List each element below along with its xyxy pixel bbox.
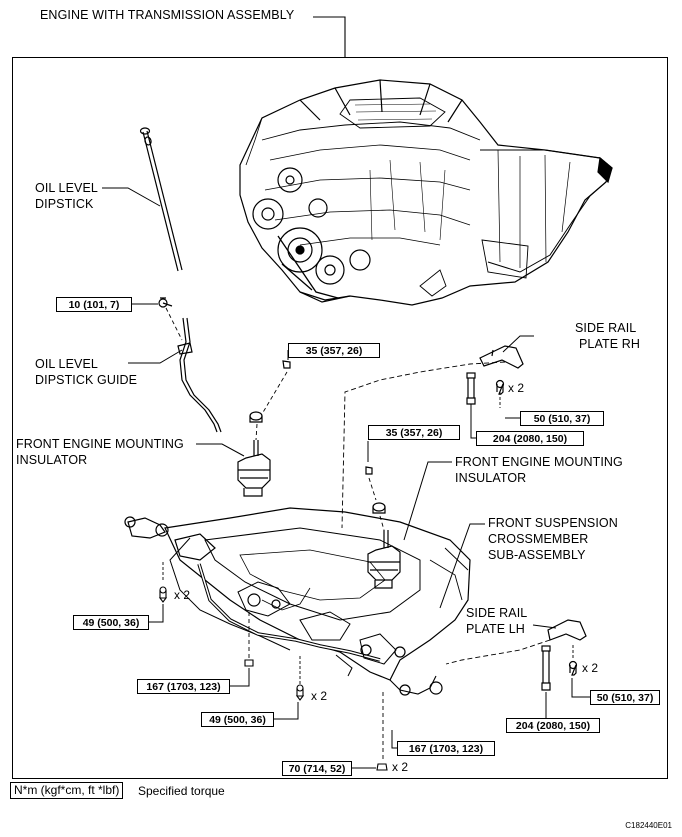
left-bolt-49b-leader [273, 702, 299, 720]
left-mount-label-leader [196, 443, 245, 457]
left-bolt-167-leader [230, 668, 250, 687]
crossmember-label-line1: FRONT SUSPENSION [488, 516, 618, 530]
oil-dipstick [139, 127, 183, 272]
multiplier-left-49a: x 2 [174, 588, 191, 602]
side-rail-lh-label-line1: SIDE RAIL [466, 606, 528, 620]
torque-lh-plate-big-bolt: 204 (2080, 150) [506, 718, 600, 733]
rh-plate-leader [502, 335, 534, 353]
crossmember-drawing [124, 507, 471, 696]
left-mount-insulator [237, 360, 291, 497]
crossmember-label-line3: SUB-ASSEMBLY [488, 548, 586, 562]
torque-right-mount-nut: 35 (357, 26) [368, 425, 460, 440]
torque-rh-plate-bolt: 50 (510, 37) [520, 411, 604, 426]
side-rail-plate-lh [541, 619, 587, 691]
guide-label-leader [128, 349, 183, 364]
torque-left-bolt-49b: 49 (500, 36) [201, 712, 274, 727]
torque-left-bolt-49a: 49 (500, 36) [73, 615, 149, 630]
dipstick-guide-label-line1: OIL LEVEL [35, 357, 98, 371]
left-bolt-49a-leader [148, 604, 164, 623]
side-rail-lh-label-line2: PLATE LH [466, 622, 525, 636]
torque-dipstick-guide-bolt: 10 (101, 7) [56, 297, 132, 312]
right-mount-label-line1: FRONT ENGINE MOUNTING [455, 455, 623, 469]
engine-transmission-drawing [239, 79, 613, 306]
left-mount-label-line1: FRONT ENGINE MOUNTING [16, 437, 184, 451]
left-mount-label-line2: INSULATOR [16, 453, 88, 467]
oil-dipstick-label-line2: DIPSTICK [35, 197, 94, 211]
legend-unit-box: N*m (kgf*cm, ft *lbf) [10, 782, 124, 799]
guide-dash-line [165, 307, 183, 341]
right-mount-label-line2: INSULATOR [455, 471, 527, 485]
torque-left-bolt-167: 167 (1703, 123) [137, 679, 230, 694]
multiplier-bottom-70: x 2 [392, 760, 409, 774]
left-bolt-49a [158, 586, 168, 603]
side-rail-rh-label-line2: PLATE RH [579, 337, 640, 351]
engine-title-leader [313, 16, 346, 57]
torque-rh-plate-big-bolt: 204 (2080, 150) [476, 431, 584, 446]
lh-plate-leader [532, 624, 557, 629]
lh-dash-to-cross [445, 639, 551, 665]
multiplier-lh-plate: x 2 [582, 661, 599, 675]
right-mount-label-leader [403, 461, 452, 541]
legend-text: Specified torque [138, 784, 225, 798]
crossmember-leader [439, 523, 485, 609]
diagram-frame [12, 57, 668, 779]
dipstick-leader [102, 187, 161, 207]
engine-assembly-label: ENGINE WITH TRANSMISSION ASSEMBLY [40, 8, 295, 22]
oil-dipstick-label-line1: OIL LEVEL [35, 181, 98, 195]
bottom-nut-70 [376, 763, 388, 771]
torque-left-mount-nut: 35 (357, 26) [288, 343, 380, 358]
dipstick-guide [158, 297, 222, 433]
left-bolt-49b [295, 684, 305, 701]
rh-bigbolt-leader [470, 404, 476, 439]
lh-bolt-leader [571, 678, 590, 698]
side-rail-rh-label-line1: SIDE RAIL [575, 321, 637, 335]
torque-bottom-nut-70: 70 (714, 52) [282, 761, 352, 776]
left-bolt-167 [244, 659, 254, 667]
torque-right-bolt-167: 167 (1703, 123) [397, 741, 495, 756]
multiplier-rh-plate: x 2 [508, 381, 525, 395]
dipstick-guide-label-line2: DIPSTICK GUIDE [35, 373, 138, 387]
rh-dash-to-engine [341, 361, 506, 529]
right-bolt-167-leader [391, 730, 397, 749]
right-mount-insulator [365, 466, 401, 589]
figure-code: C182440E01 [625, 821, 672, 830]
side-rail-plate-rh [466, 345, 524, 405]
multiplier-left-49b: x 2 [311, 689, 328, 703]
left-mount-nut-dash [255, 371, 288, 441]
torque-lh-plate-bolt: 50 (510, 37) [590, 690, 660, 705]
crossmember-label-line2: CROSSMEMBER [488, 532, 589, 546]
